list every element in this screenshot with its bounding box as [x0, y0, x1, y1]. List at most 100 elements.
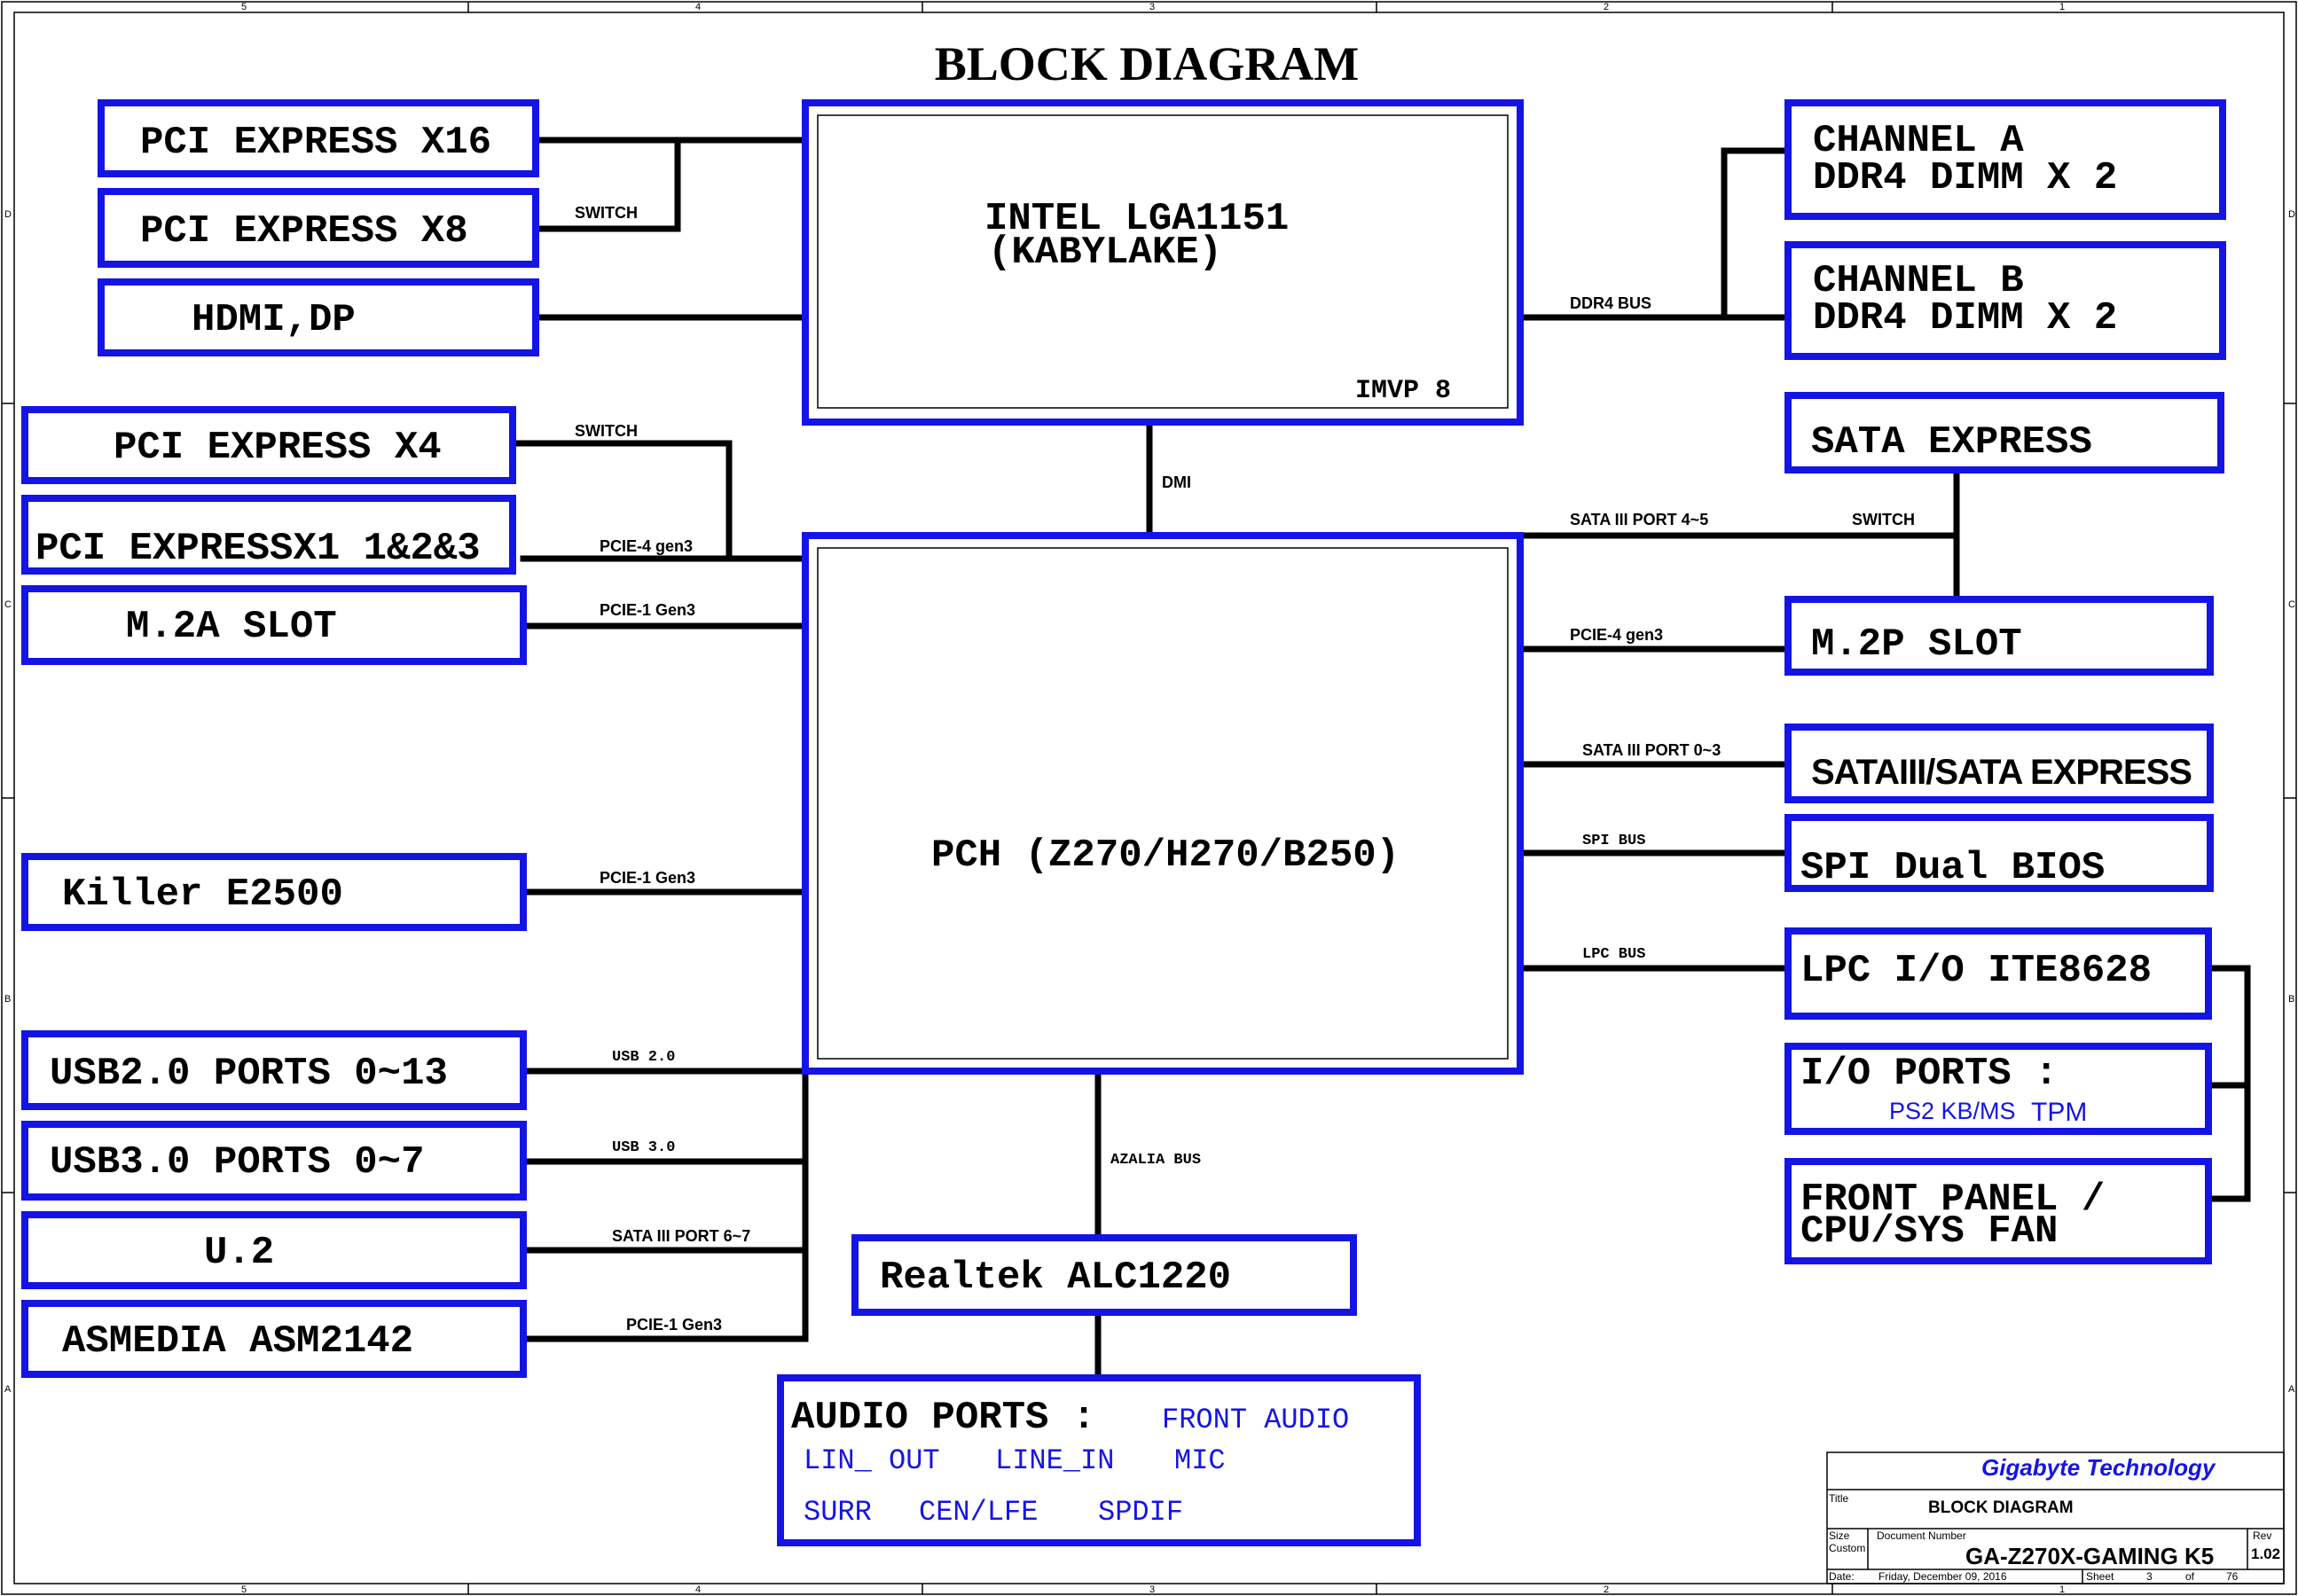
- usb3-label: USB3.0 PORTS 0~7: [50, 1140, 424, 1185]
- bus-pcie1-asm: PCIE-1 Gen3: [626, 1316, 722, 1334]
- hdmi-dp-label: HDMI,DP: [192, 298, 356, 342]
- title-block-docnum-label: Document Number: [1877, 1530, 1966, 1542]
- spi-label: SPI Dual BIOS: [1800, 846, 2105, 890]
- io-ports-box: [1784, 1043, 2212, 1135]
- bus-switch-mid: SWITCH: [575, 422, 638, 440]
- zone-bottom-3: 3: [1149, 1584, 1155, 1595]
- realtek-box: [851, 1234, 1357, 1316]
- zone-right-C: C: [2288, 599, 2295, 610]
- zone-top-5: 5: [241, 2, 247, 12]
- zone-right-A: A: [2288, 1384, 2295, 1395]
- channel-a-line1: CHANNEL A: [1813, 119, 2024, 163]
- cpu-block: INTEL LGA1151 (KABYLAKE) IMVP 8: [802, 99, 1524, 426]
- zone-top-4: 4: [695, 2, 701, 12]
- channel-a-line2: DDR4 DIMM X 2: [1813, 156, 2117, 200]
- bus-spi: SPI BUS: [1582, 833, 1645, 849]
- pcie-x1-label: PCI EXPRESSX1 1&2&3: [35, 527, 481, 571]
- bus-pcie4-left: PCIE-4 gen3: [600, 537, 693, 555]
- lpc-box: [1784, 927, 2212, 1020]
- zone-top-3: 3: [1149, 2, 1155, 12]
- title-block-sheet-num: 3: [2146, 1570, 2153, 1583]
- front-panel-box: [1784, 1158, 2212, 1264]
- title-block: Gigabyte Technology Title BLOCK DIAGRAM …: [1826, 1451, 2285, 1584]
- title-block-rev-label: Rev: [2253, 1530, 2271, 1542]
- bus-lpc: LPC BUS: [1582, 946, 1645, 963]
- title-block-date-value: Friday, December 09, 2016: [1878, 1570, 2007, 1583]
- bus-switch-right: SWITCH: [1852, 511, 1915, 528]
- bus-pcie4-right: PCIE-4 gen3: [1570, 626, 1663, 644]
- title-block-sheet-label: Sheet: [2086, 1570, 2114, 1583]
- diagram-title: BLOCK DIAGRAM: [935, 37, 1360, 90]
- zone-top-1: 1: [2059, 2, 2065, 12]
- title-block-docnum-value: GA-Z270X-GAMING K5: [1965, 1543, 2214, 1569]
- bus-ddr4: DDR4 BUS: [1570, 294, 1651, 312]
- zone-top-2: 2: [1604, 2, 1609, 12]
- title-block-rev-value: 1.02: [2251, 1545, 2280, 1562]
- hdmi-dp-box: [98, 278, 539, 356]
- bus-pcie1-m2a: PCIE-1 Gen3: [600, 601, 695, 619]
- left-peripherals: PCI EXPRESS X16 PCI EXPRESS X8 HDMI,DP P…: [21, 99, 539, 1378]
- bus-dmi: DMI: [1162, 473, 1191, 491]
- io-ports-label: I/O PORTS :: [1800, 1052, 2058, 1096]
- cpu-vr-label: IMVP 8: [1355, 376, 1451, 406]
- zone-bottom-2: 2: [1604, 1584, 1609, 1595]
- sata-express-box: [1784, 392, 2224, 473]
- title-block-title-label: Title: [1829, 1492, 1849, 1505]
- audio-cen-label: CEN/LFE: [919, 1496, 1038, 1529]
- zone-left-D: D: [4, 209, 12, 220]
- front-panel-line1: FRONT PANEL /: [1800, 1177, 2105, 1222]
- u2-label: U.2: [204, 1231, 274, 1275]
- u2-box: [21, 1211, 527, 1289]
- zone-bottom-5: 5: [241, 1584, 247, 1595]
- pch-label: PCH (Z270/H270/B250): [931, 833, 1400, 878]
- io-ps2-label: PS2 KB/MS: [1889, 1098, 2016, 1124]
- title-block-title-value: BLOCK DIAGRAM: [1928, 1498, 2074, 1517]
- bus-sata-6-7: SATA III PORT 6~7: [612, 1227, 750, 1245]
- pcie-x8-label: PCI EXPRESS X8: [140, 209, 468, 254]
- channel-a-box: [1784, 99, 2226, 220]
- sata-express-label: SATA EXPRESS: [1811, 420, 2092, 465]
- lpc-label: LPC I/O ITE8628: [1800, 949, 2152, 993]
- zone-bottom-1: 1: [2059, 1584, 2065, 1595]
- spi-box: [1784, 814, 2214, 892]
- cpu-label-line2: (KABYLAKE): [988, 231, 1222, 275]
- io-tpm-label: TPM: [2031, 1098, 2087, 1127]
- zone-left-A: A: [4, 1384, 12, 1395]
- zone-left-C: C: [4, 599, 12, 610]
- connection-wires: [509, 137, 2251, 1381]
- bus-usb20: USB 2.0: [612, 1049, 675, 1066]
- zone-bottom-4: 4: [695, 1584, 701, 1595]
- audio-line-in-label: LINE_IN: [995, 1444, 1114, 1477]
- pcie-x8-box: [98, 188, 539, 268]
- bus-azalia: AZALIA BUS: [1110, 1152, 1201, 1169]
- pcie-x16-box: [98, 99, 539, 177]
- audio-lin-out-label: LIN_ OUT: [804, 1444, 940, 1477]
- pcie-x4-label: PCI EXPRESS X4: [114, 426, 442, 470]
- audio-front-label: FRONT AUDIO: [1162, 1404, 1349, 1436]
- realtek-label: Realtek ALC1220: [880, 1256, 1231, 1300]
- audio-ports-box: [777, 1374, 1421, 1546]
- front-panel-line2: CPU/SYS FAN: [1800, 1209, 2058, 1254]
- m2p-label: M.2P SLOT: [1811, 622, 2022, 667]
- audio-ports-label: AUDIO PORTS :: [791, 1396, 1095, 1440]
- sata3-label: SATAIII/SATA EXPRESS: [1811, 753, 2192, 792]
- title-block-sheet-total: 76: [2226, 1570, 2239, 1583]
- bus-pcie1-killer: PCIE-1 Gen3: [600, 869, 695, 887]
- audio-section: Realtek ALC1220 AUDIO PORTS : FRONT AUDI…: [777, 1234, 1421, 1546]
- title-block-company: Gigabyte Technology: [1981, 1454, 2216, 1481]
- killer-box: [21, 853, 527, 931]
- pch-block: PCH (Z270/H270/B250): [802, 532, 1524, 1075]
- audio-spdif-label: SPDIF: [1098, 1496, 1183, 1529]
- usb2-box: [21, 1030, 527, 1110]
- bus-sata-4-5: SATA III PORT 4~5: [1570, 511, 1708, 528]
- bus-labels: SWITCH SWITCH SWITCH DDR4 BUS DMI PCIE-4…: [575, 204, 1915, 1334]
- asmedia-label: ASMEDIA ASM2142: [62, 1319, 413, 1364]
- sata3-box: [1784, 724, 2214, 803]
- pcie-x16-label: PCI EXPRESS X16: [140, 121, 491, 165]
- bus-usb30: USB 3.0: [612, 1139, 675, 1156]
- zone-left-B: B: [4, 994, 11, 1005]
- title-block-of-label: of: [2185, 1570, 2195, 1583]
- pcie-x4-box: [21, 406, 516, 484]
- title-block-size-label: Size: [1829, 1530, 1850, 1542]
